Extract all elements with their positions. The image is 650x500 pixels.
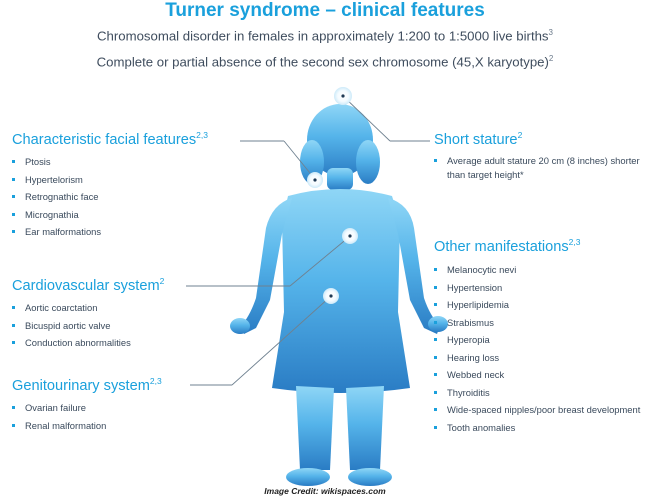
heading-facial-features-ref: 2,3 — [196, 130, 208, 140]
heading-cardiovascular: Cardiovascular system2 — [12, 276, 164, 294]
list-item: Hypertension — [434, 279, 640, 297]
heading-other-manifestations-ref: 2,3 — [568, 237, 581, 247]
marker-short-stature — [334, 87, 352, 105]
leader-line-genito-diag — [231, 296, 331, 386]
subtitle-karyotype: Complete or partial absence of the secon… — [0, 54, 650, 69]
subtitle-karyotype-text: Complete or partial absence of the secon… — [96, 54, 549, 70]
list-item: Hyperopia — [434, 331, 640, 349]
heading-short-stature-ref: 2 — [517, 130, 523, 140]
leader-line-facial-diag — [283, 140, 315, 179]
heading-short-stature-text: Short stature — [434, 131, 518, 148]
list-item: Conduction abnormalities — [12, 334, 131, 352]
marker-genito — [323, 288, 339, 304]
list-item: Webbed neck — [434, 366, 640, 384]
subtitle-prevalence-ref: 3 — [548, 28, 553, 37]
heading-facial-features-text: Characteristic facial features — [12, 131, 197, 148]
subtitle-prevalence: Chromosomal disorder in females in appro… — [0, 28, 650, 43]
heading-other-manifestations: Other manifestations2,3 — [434, 237, 580, 255]
subtitle-prevalence-text: Chromosomal disorder in females in appro… — [97, 28, 549, 44]
heading-cardiovascular-ref: 2 — [159, 276, 165, 286]
list-item: Bicuspid aortic valve — [12, 317, 131, 335]
leader-line-cardio-diag — [289, 236, 350, 287]
image-credit: Image Credit: wikispaces.com — [264, 486, 386, 496]
list-item: Tooth anomalies — [434, 419, 640, 437]
list-item: Melanocytic nevi — [434, 261, 640, 279]
list-short-stature: Average adult stature 20 cm (8 inches) s… — [434, 154, 650, 182]
list-other-manifestations: Melanocytic nevi Hypertension Hyperlipid… — [434, 261, 640, 436]
heading-facial-features: Characteristic facial features2,3 — [12, 130, 208, 148]
list-facial-features: Ptosis Hypertelorism Retrognathic face M… — [12, 153, 101, 241]
leader-line-short-stature — [342, 95, 391, 142]
list-item: Ptosis — [12, 153, 101, 171]
list-item: Ovarian failure — [12, 399, 106, 417]
list-item: Aortic coarctation — [12, 299, 131, 317]
list-cardiovascular: Aortic coarctation Bicuspid aortic valve… — [12, 299, 131, 352]
marker-cardio — [342, 228, 358, 244]
heading-genitourinary-ref: 2,3 — [149, 376, 162, 386]
list-item: Ear malformations — [12, 223, 101, 241]
list-item: Wide-spaced nipples/poor breast developm… — [434, 401, 640, 419]
list-genitourinary: Ovarian failure Renal malformation — [12, 399, 106, 434]
heading-short-stature: Short stature2 — [434, 130, 522, 148]
list-item: Micrognathia — [12, 206, 101, 224]
list-item: Hyperlipidemia — [434, 296, 640, 314]
list-item: Retrognathic face — [12, 188, 101, 206]
heading-genitourinary: Genitourinary system2,3 — [12, 376, 162, 394]
list-item: Renal malformation — [12, 417, 106, 435]
list-item: Strabismus — [434, 314, 640, 332]
list-item: Hearing loss — [434, 349, 640, 367]
heading-cardiovascular-text: Cardiovascular system — [12, 277, 160, 294]
list-item: Thyroiditis — [434, 384, 640, 402]
marker-facial — [307, 172, 323, 188]
subtitle-karyotype-ref: 2 — [548, 54, 554, 63]
page-title: Turner syndrome – clinical features — [165, 0, 485, 21]
heading-other-manifestations-text: Other manifestations — [434, 238, 569, 255]
child-silhouette — [230, 104, 448, 486]
heading-genitourinary-text: Genitourinary system — [12, 377, 150, 394]
list-item: Average adult stature 20 cm (8 inches) s… — [434, 154, 650, 182]
list-item: Hypertelorism — [12, 171, 101, 189]
